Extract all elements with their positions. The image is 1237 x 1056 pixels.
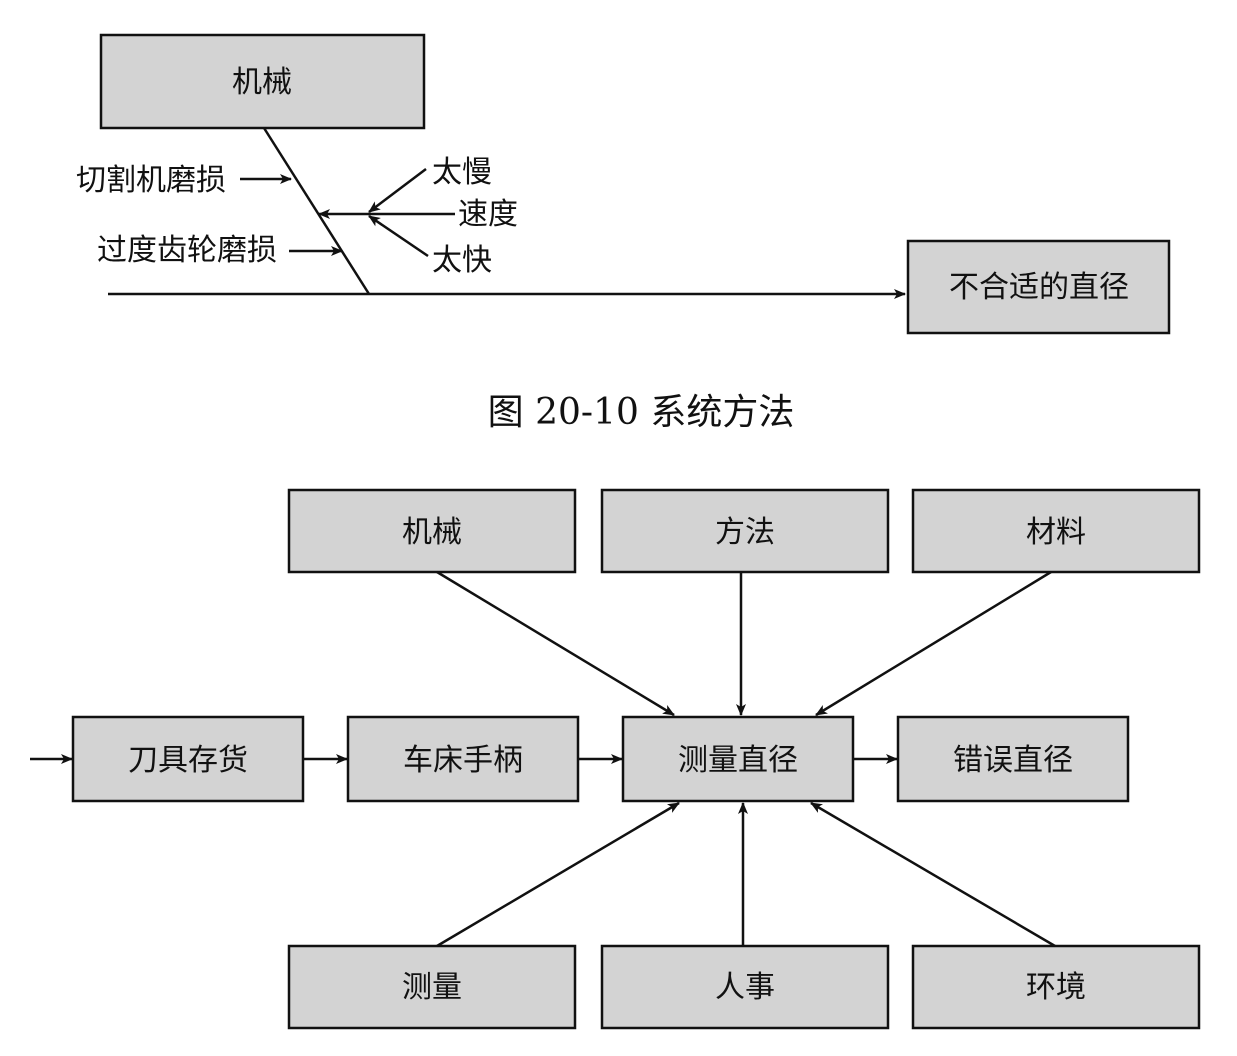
factor-measurement-label: 测量 — [402, 970, 462, 1005]
cause-too-slow: 太慢 — [432, 155, 492, 190]
factor-personnel-label: 人事 — [715, 970, 775, 1005]
process-tool-inventory-label: 刀具存货 — [128, 743, 248, 778]
category-box-machine — [99, 33, 426, 130]
cause-too-slow-arrow — [368, 168, 427, 213]
factor-box-personnel — [600, 944, 890, 1030]
factor-box-environment — [911, 944, 1201, 1030]
factor-box-measurement — [287, 944, 577, 1030]
cause-speed: 速度 — [458, 197, 518, 232]
cause-gear-wear: 过度齿轮磨损 — [97, 233, 277, 268]
factor-box-material — [911, 488, 1201, 574]
process-box-tool-inventory — [71, 715, 305, 803]
material-arrow — [815, 570, 1052, 717]
factor-method-label: 方法 — [715, 515, 775, 550]
figure-caption: 图 20-10 系统方法 — [488, 392, 795, 433]
factor-box-method — [600, 488, 890, 574]
process-wrong-diameter-label: 错误直径 — [953, 743, 1073, 778]
cause-cutter-wear: 切割机磨损 — [76, 163, 226, 198]
effect-box — [906, 239, 1171, 335]
cause-too-fast-arrow — [368, 214, 429, 258]
category-label: 机械 — [232, 65, 292, 100]
process-lathe-handle-label: 车床手柄 — [403, 743, 523, 778]
environment-arrow — [810, 801, 1056, 948]
process-measure-diameter-label: 测量直径 — [678, 743, 798, 778]
factor-environment-label: 环境 — [1026, 970, 1086, 1005]
category-bone — [262, 127, 371, 295]
cause-too-fast: 太快 — [432, 243, 492, 278]
fishbone-diagram: 机械 不合适的直径 切割机磨损 过度齿轮磨损 速度 太慢 太快 — [76, 33, 1171, 335]
factor-box-machine — [287, 488, 577, 574]
process-box-wrong-diameter — [896, 715, 1130, 803]
measurement-arrow — [436, 801, 680, 948]
effect-label: 不合适的直径 — [949, 270, 1129, 305]
factor-material-label: 材料 — [1026, 515, 1086, 550]
system-diagram: 机械 方法 材料 刀具存货 车床手柄 测量直径 错误直径 测量 人事 环境 — [30, 488, 1201, 1030]
machine-arrow — [436, 570, 675, 717]
factor-machine-label: 机械 — [402, 515, 462, 550]
